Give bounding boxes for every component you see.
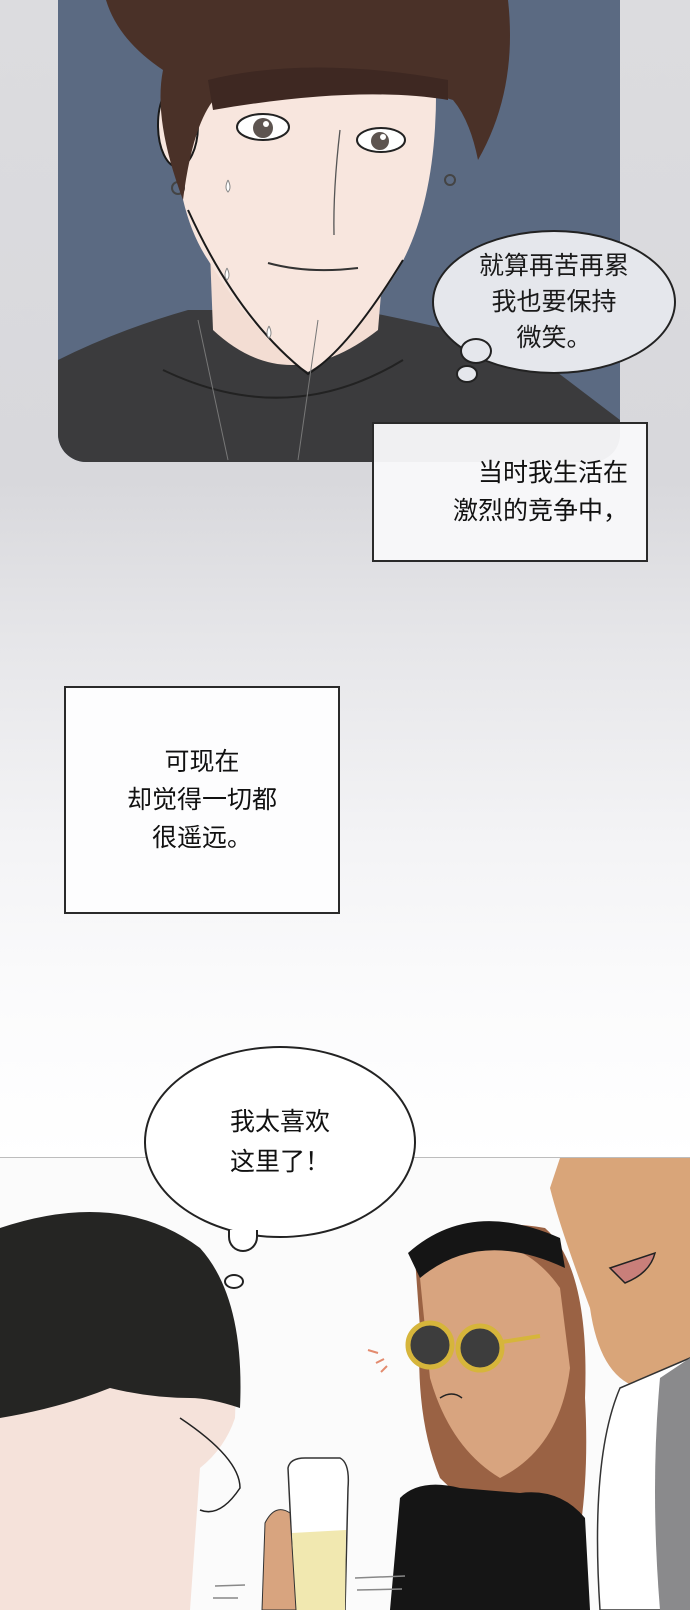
party-scene-illustration (0, 1158, 690, 1610)
thought-bubble-text: 我太喜欢 这里了！ (229, 1107, 330, 1176)
thought-bubble-dot (456, 365, 478, 383)
thought-bubble-tail (460, 338, 492, 364)
comic-panel-2 (0, 1157, 690, 1610)
thought-bubble-dot (224, 1274, 244, 1289)
narration-caption-1: 当时我生活在 激烈的竞争中， (372, 422, 648, 562)
thought-bubble-tail (228, 1230, 258, 1252)
caption-text: 当时我生活在 激烈的竞争中， (452, 458, 628, 525)
thought-bubble-2: 我太喜欢 这里了！ (144, 1046, 416, 1238)
caption-text: 可现在 却觉得一切都 很遥远。 (126, 747, 277, 852)
thought-bubble-text: 就算再苦再累 我也要保持 微笑。 (478, 251, 629, 352)
narration-caption-2: 可现在 却觉得一切都 很遥远。 (64, 686, 340, 914)
